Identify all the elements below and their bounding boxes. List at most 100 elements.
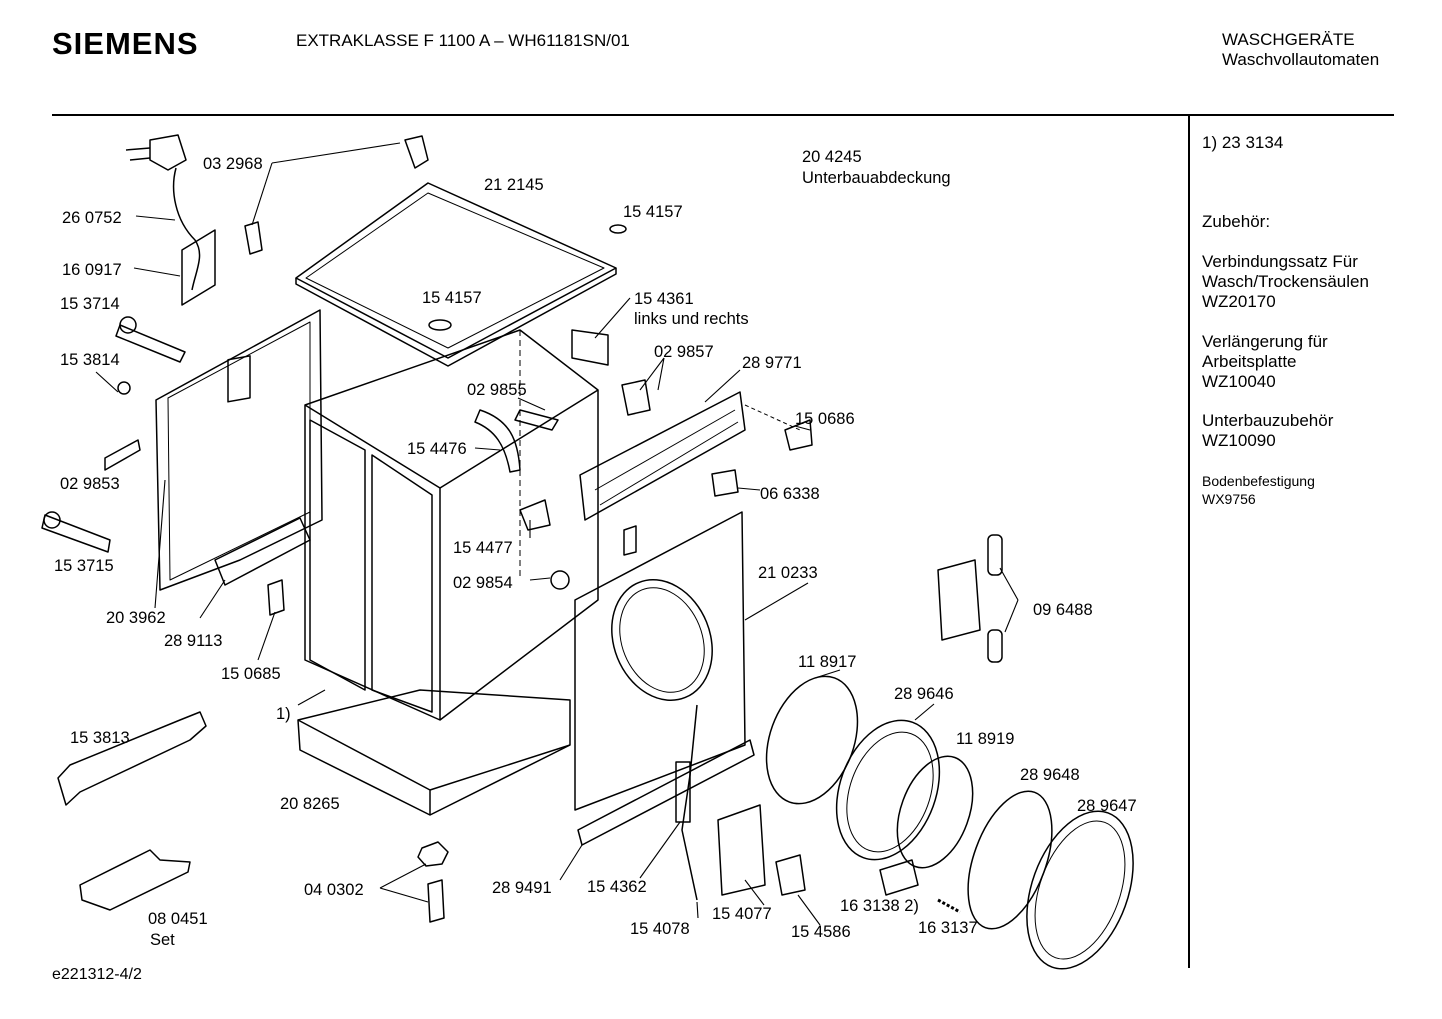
part-label: 28 9491 xyxy=(492,879,552,897)
hinge xyxy=(621,379,651,416)
category-line-2: Waschvollautomaten xyxy=(1222,50,1380,69)
power-plug xyxy=(149,134,187,171)
accessory-desc: Verbindungssatz Für Wasch/Trockensäulen xyxy=(1202,252,1369,291)
spring xyxy=(937,898,961,914)
bolt xyxy=(427,879,445,923)
part-label: 28 9648 xyxy=(1020,766,1080,784)
part-label: 15 4157 xyxy=(623,203,683,221)
accessory-desc: Unterbauzubehör xyxy=(1202,411,1334,430)
part-label: 16 3138 2) xyxy=(840,897,919,915)
accessories-title: Zubehör: xyxy=(1202,212,1271,231)
lid-clip xyxy=(428,319,452,331)
inlet-valve xyxy=(115,324,186,363)
model-title: EXTRAKLASSE F 1100 A – WH61181SN/01 xyxy=(296,31,630,50)
part-label: 11 8919 xyxy=(956,730,1015,748)
part-label: 28 9113 xyxy=(164,632,223,650)
part-desc: Set xyxy=(150,931,175,949)
part-label: 20 3962 xyxy=(106,609,166,627)
door-seal xyxy=(765,675,859,805)
bracket xyxy=(404,135,429,169)
lid-clip xyxy=(609,224,627,234)
header-rule xyxy=(52,114,1394,116)
drawing-code: e221312-4/2 xyxy=(52,966,142,983)
pin xyxy=(879,859,919,896)
side-panel xyxy=(309,419,366,691)
part-label: 02 9854 xyxy=(453,574,513,592)
top-rail xyxy=(579,391,746,521)
part-label: 15 3714 xyxy=(60,295,120,313)
wrench xyxy=(57,711,207,806)
door-seal-ring xyxy=(967,790,1053,930)
spring-rod xyxy=(675,761,691,823)
top-cover xyxy=(295,182,617,359)
part-label: 15 4362 xyxy=(587,878,647,896)
clip xyxy=(784,419,813,451)
cord-bracket xyxy=(181,229,216,306)
part-label: 20 8265 xyxy=(280,795,340,813)
part-label: 15 4157 xyxy=(422,289,482,307)
door-frame xyxy=(835,719,941,861)
part-desc: Unterbauabdeckung xyxy=(802,169,951,187)
nut xyxy=(117,381,131,395)
drain-rod xyxy=(681,704,698,901)
part-label: 21 2145 xyxy=(484,176,544,194)
arm-bracket xyxy=(474,409,521,473)
side-panel xyxy=(371,454,433,713)
part-label: 16 3137 xyxy=(918,919,978,937)
handle xyxy=(711,469,739,497)
part-label: 15 4586 xyxy=(791,923,851,941)
leader-lines xyxy=(95,142,1019,926)
part-label: 15 3813 xyxy=(70,729,130,747)
sidebar-note: 1) 23 3134 xyxy=(1202,133,1284,152)
part-label: 08 0451 xyxy=(148,910,208,928)
front-panel xyxy=(574,511,746,811)
part-label: 26 0752 xyxy=(62,209,122,227)
drain-hose xyxy=(41,514,111,553)
accessory-code: WZ10040 xyxy=(1202,372,1276,391)
accessory-item: Verbindungssatz Für Wasch/Trockensäulen … xyxy=(1202,252,1422,312)
part-label: 15 4078 xyxy=(630,920,690,938)
part-label: 15 4077 xyxy=(712,905,772,923)
lock-catch xyxy=(775,854,806,896)
door-lock xyxy=(717,804,766,896)
part-label: 15 4476 xyxy=(407,440,467,458)
category-block: WASCHGERÄTE Waschvollautomaten xyxy=(1222,30,1379,70)
door-glass xyxy=(896,755,974,869)
part-label: 04 0302 xyxy=(304,881,364,899)
accessory-item: Verlängerung für Arbeitsplatte WZ10040 xyxy=(1202,332,1422,392)
part-label: 11 8917 xyxy=(798,653,857,671)
door-hinge xyxy=(937,559,981,641)
part-label: 16 0917 xyxy=(62,261,122,279)
accessory-desc: Verlängerung für Arbeitsplatte xyxy=(1202,332,1328,371)
hinge-pin xyxy=(987,534,1003,576)
brand-logo: SIEMENS xyxy=(52,26,199,61)
part-label: 1) xyxy=(276,705,291,723)
part-label: 28 9646 xyxy=(894,685,954,703)
bracket xyxy=(514,409,559,431)
part-label: 15 3715 xyxy=(54,557,114,575)
anchor-set xyxy=(79,849,191,911)
sidebar-divider xyxy=(1188,116,1190,968)
part-desc: links und rechts xyxy=(634,310,749,328)
accessory-item: Bodenbefestigung WX9756 xyxy=(1202,472,1422,508)
part-label: 20 4245 xyxy=(802,148,862,166)
clip xyxy=(571,329,609,366)
part-label: 28 9771 xyxy=(742,354,802,372)
power-cord xyxy=(172,167,201,291)
part-label: 15 0685 xyxy=(221,665,281,683)
part-label: 15 4477 xyxy=(453,539,513,557)
accessory-code: WX9756 xyxy=(1202,491,1256,507)
part-label: 21 0233 xyxy=(758,564,818,582)
hinge-pin xyxy=(987,629,1003,663)
part-label: 15 0686 xyxy=(795,410,855,428)
part-label: 02 9857 xyxy=(654,343,714,361)
bracket xyxy=(519,499,551,531)
accessory-item: Unterbauzubehör WZ10090 xyxy=(1202,411,1422,451)
part-label: 28 9647 xyxy=(1077,797,1137,815)
switch xyxy=(267,579,285,616)
part-label: 02 9855 xyxy=(467,381,527,399)
part-label: 02 9853 xyxy=(60,475,120,493)
accessory-code: WZ10090 xyxy=(1202,431,1276,450)
fastener xyxy=(550,570,570,590)
